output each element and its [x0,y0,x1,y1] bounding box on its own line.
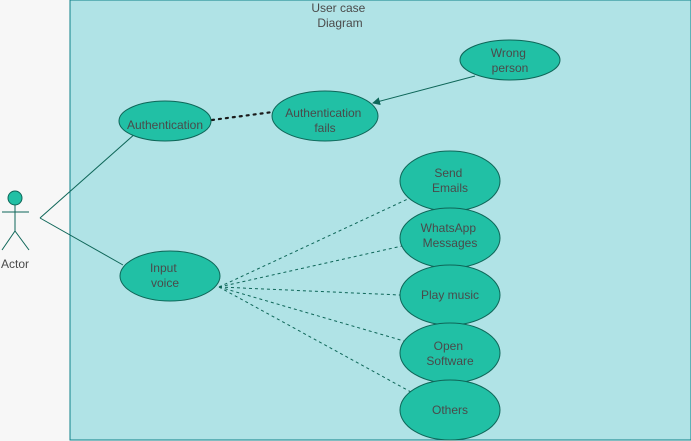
usecase-open-software[interactable] [399,322,501,384]
usecase-open-software-label: Open Software [426,339,474,368]
system-boundary [69,0,691,441]
assoc-actor-input-voice [39,217,124,266]
usecase-send-emails-label: Send Emails [432,166,468,195]
actor-left-leg [1,230,16,251]
usecase-authentication-label: Authentication [127,118,203,132]
actor-label: Actor [1,257,29,271]
usecase-wrong-person-label: Wrong person [491,46,529,75]
usecase-input-voice-label: Input voice [150,261,180,290]
usecase-authentication-fails-label: Authentication fails [285,106,364,135]
dep-input-open-software [218,286,405,342]
dep-input-others [218,286,412,393]
boundary-title: User case Diagram [311,1,368,30]
link-authentication-fails [210,110,275,122]
usecase-authentication-fails[interactable] [271,90,379,142]
dep-input-send-emails [218,197,411,288]
usecase-input-voice[interactable] [119,250,221,302]
usecase-authentication[interactable] [118,100,212,142]
dep-input-whatsapp [218,245,403,288]
usecase-others[interactable] [399,379,501,441]
assoc-actor-authentication [39,132,137,219]
usecase-others-label: Others [432,403,468,417]
usecase-play-music-label: Play music [421,288,479,302]
actor[interactable] [1,190,30,251]
dep-input-play-music [218,286,401,296]
usecase-whatsapp-messages-label: WhatsApp Messages [421,221,480,250]
usecase-wrong-person[interactable] [459,39,561,81]
arrow-wrong-person-to-fails [372,75,476,106]
actor-right-leg [14,230,30,251]
actor-head [7,190,23,206]
